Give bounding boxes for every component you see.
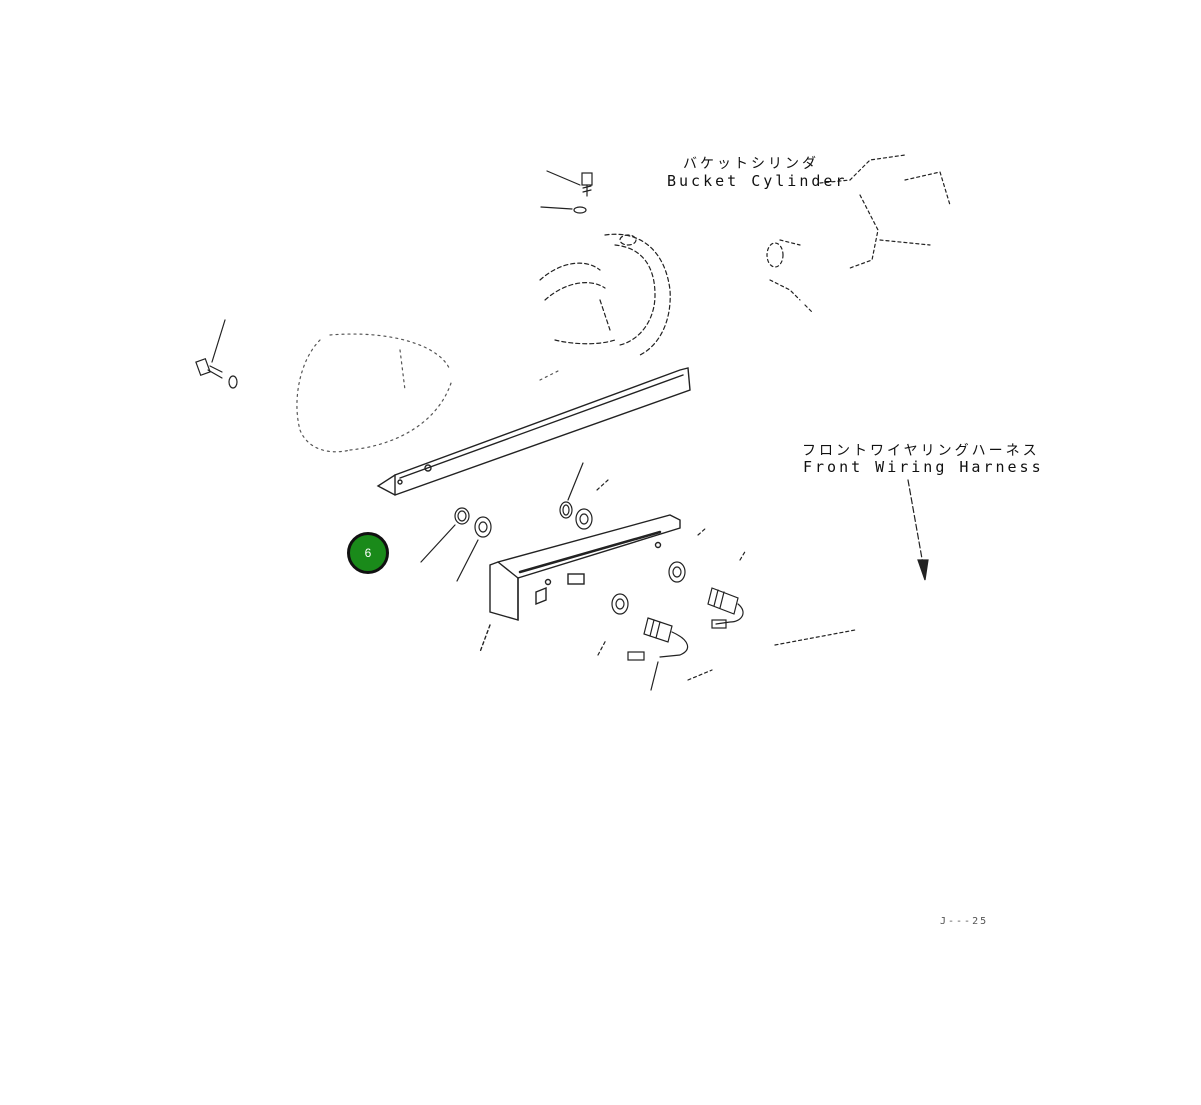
proximity-sensor-upper [707, 549, 856, 646]
bucket-cylinder [766, 154, 951, 313]
guard-plate [376, 367, 691, 496]
bucket-cylinder-label-en: Bucket Cylinder [667, 172, 848, 190]
bucket-cylinder-label-jp: バケットシリンダ [683, 156, 819, 172]
drawing-code: J---25 [940, 916, 989, 927]
hose-assembly [539, 233, 671, 356]
seal-ring [420, 507, 470, 563]
front-harness-label-jp: フロントワイヤリングハーネス [802, 443, 1040, 459]
left-bolt [195, 319, 226, 379]
callout-badge[interactable]: 6 [347, 532, 389, 574]
callout-number: 6 [364, 546, 372, 560]
boom-cylinder [296, 333, 561, 453]
top-bolt [546, 170, 593, 197]
front-harness-label-en: Front Wiring Harness [803, 458, 1044, 476]
sensor-washer-left [597, 593, 629, 656]
top-washer [540, 206, 587, 214]
proximity-sensor-lower [627, 617, 713, 691]
flat-washer [456, 516, 492, 582]
left-washer [228, 375, 238, 389]
sensor-washer-right [668, 527, 707, 583]
sensor-bracket [479, 514, 681, 653]
seal-ring-upper [559, 462, 609, 530]
harness-leader [907, 479, 929, 581]
